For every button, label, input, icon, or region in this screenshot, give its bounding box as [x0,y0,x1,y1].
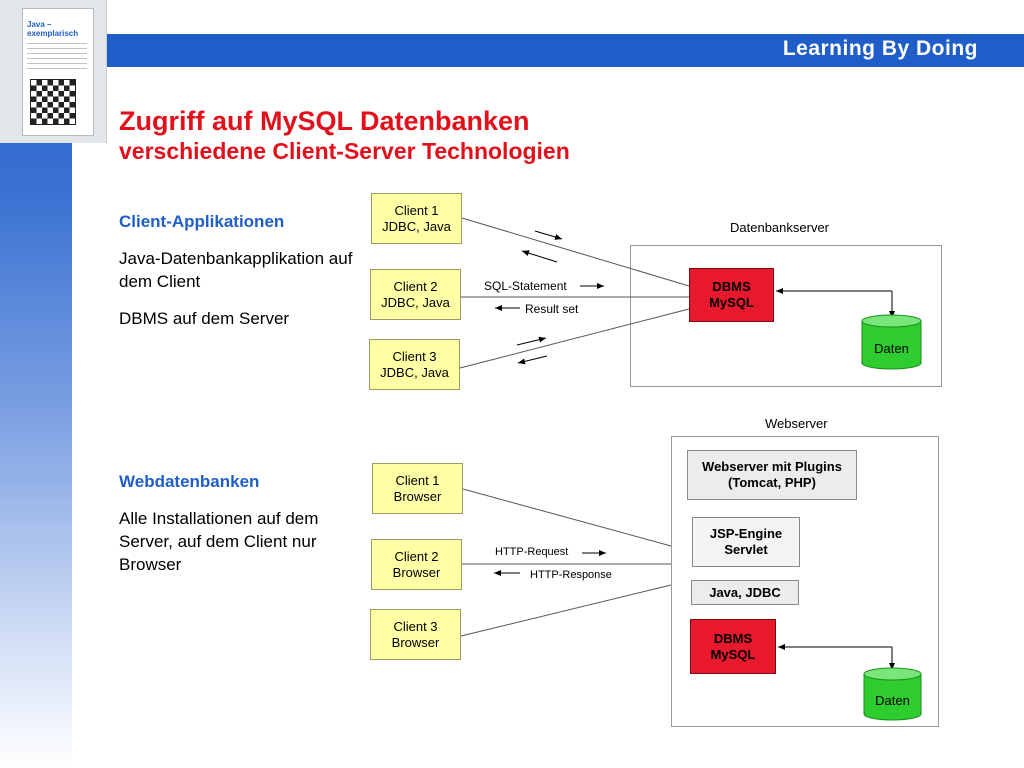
section1-heading: Client-Applikationen [119,212,285,231]
result-set-label: Result set [525,302,579,316]
book-cover-title: Java – exemplarisch [27,20,79,38]
client-tech: Browser [391,634,440,650]
client-name: Client 1 [394,202,439,218]
client-tech: JDBC, Java [380,364,449,380]
plugins-line1: Webserver mit Plugins [702,459,842,474]
client1-request-arrow [534,230,563,240]
client1-response-arrow [521,250,558,263]
client-tech: Browser [392,564,441,580]
client-name: Client 2 [394,548,439,564]
client-name: Client 3 [393,618,438,634]
browser1-webserver-line [462,488,672,547]
dbms-line2: MySQL [709,295,754,310]
section1-text2: DBMS auf dem Server [119,309,290,328]
client-name: Client 2 [393,278,438,294]
database-label-1: Daten [874,341,909,356]
header-tagline: Learning By Doing [782,37,978,60]
jsp-engine-box: JSP-Engine Servlet [692,517,800,567]
client3-request-arrow [516,336,547,346]
diagram2-client-1: Client 1 Browser [372,463,463,514]
page-title: Zugriff auf MySQL Datenbanken verschiede… [119,105,570,165]
book-cover-lines [27,43,87,69]
http-request-label: HTTP-Request [495,546,569,558]
database-cylinder-2 [863,667,922,721]
client-tech: JDBC, Java [382,218,451,234]
client1-dbms-line [461,217,690,287]
book-cover-image: Java – exemplarisch [0,0,107,143]
page-title-line1: Zugriff auf MySQL Datenbanken [119,106,530,136]
jdbc-label: Java, JDBC [709,584,781,600]
diagram1-client-2: Client 2 JDBC, Java [370,269,461,320]
client-tech: Browser [393,488,442,504]
client3-response-arrow [517,355,548,365]
diagram2-client-2: Client 2 Browser [371,539,462,590]
chessboard-graphic [30,79,76,125]
book-cover: Java – exemplarisch [22,8,94,136]
dbms-line1: DBMS [713,630,753,646]
diagram2-client-3: Client 3 Browser [370,609,461,660]
browser3-webserver-line [460,584,672,637]
jsp-line2: Servlet [724,542,768,557]
webserver-plugins-box: Webserver mit Plugins (Tomcat, PHP) [687,450,857,500]
client-name: Client 1 [395,472,440,488]
sql-statement-label: SQL-Statement [484,279,567,293]
section2-text1: Alle Installationen auf dem Server, auf … [119,509,319,574]
client-name: Client 3 [392,348,437,364]
database-cylinder-1 [861,314,922,370]
header-band [0,34,1024,67]
dbms-mysql-box-2: DBMS MySQL [690,619,776,674]
dbms-mysql-box-1: DBMS MySQL [689,268,774,322]
diagram1-client-1: Client 1 JDBC, Java [371,193,462,244]
database-server-label: Datenbankserver [730,220,829,235]
page-title-line2: verschiedene Client-Server Technologien [119,138,570,164]
section2-heading: Webdatenbanken [119,472,260,491]
http-response-label: HTTP-Response [530,569,612,581]
diagram1-client-3: Client 3 JDBC, Java [369,339,460,390]
dbms-line1: DBMS [712,279,751,294]
jsp-line1: JSP-Engine [709,526,783,541]
webserver-label: Webserver [765,416,828,431]
database-label-2: Daten [875,693,910,708]
client3-dbms-line [459,308,690,369]
java-jdbc-box: Java, JDBC [691,580,799,605]
section1-text1: Java-Datenbankapplikation auf dem Client [119,249,353,291]
client-tech: JDBC, Java [381,294,450,310]
dbms-line2: MySQL [710,646,756,662]
plugins-line2: (Tomcat, PHP) [728,475,816,490]
